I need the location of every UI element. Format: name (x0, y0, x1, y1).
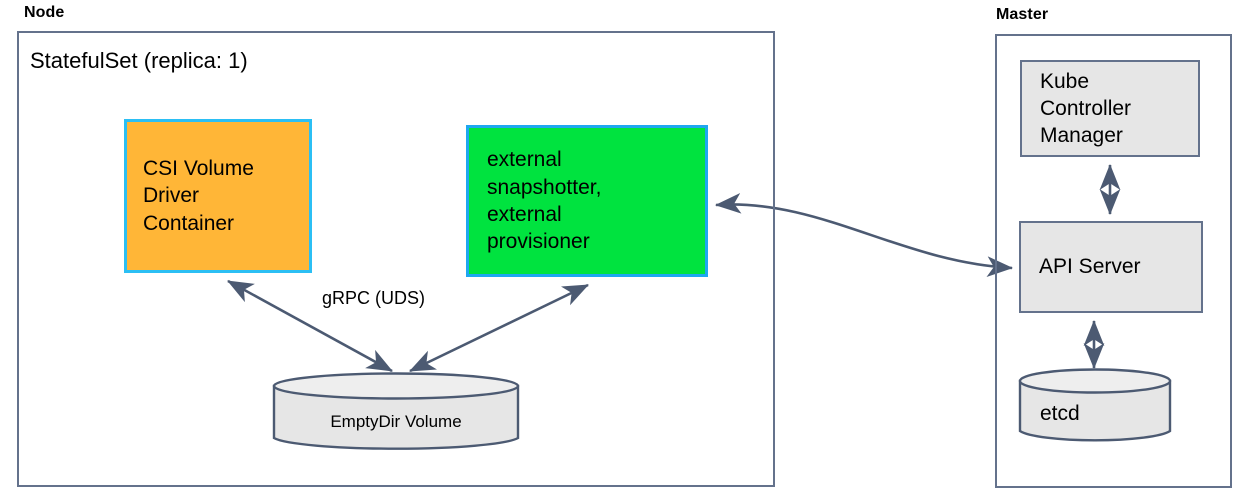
box-external-controllers-label: external snapshotter, external provision… (487, 148, 602, 254)
zone-label-node: Node (24, 4, 65, 21)
cylinder-emptydir-volume[interactable]: EmptyDir Volume (272, 372, 520, 452)
zone-node (17, 31, 775, 487)
cylinder-etcd[interactable]: etcd (1018, 368, 1172, 444)
box-external-controllers[interactable]: external snapshotter, external provision… (466, 125, 708, 277)
box-api-server[interactable]: API Server (1019, 221, 1203, 313)
cylinder-etcd-label: etcd (1040, 402, 1080, 425)
box-kube-controller-manager-label: Kube Controller Manager (1040, 69, 1132, 148)
box-api-server-label: API Server (1039, 255, 1141, 279)
cylinder-emptydir-volume-label: EmptyDir Volume (330, 412, 462, 431)
statefulset-caption: StatefulSet (replica: 1) (30, 48, 248, 73)
edge-label-grpc-uds: gRPC (UDS) (322, 288, 426, 308)
box-kube-controller-manager[interactable]: Kube Controller Manager (1020, 60, 1200, 157)
zone-label-master: Master (996, 6, 1049, 23)
box-csi-volume-driver-container[interactable]: CSI Volume Driver Container (124, 119, 312, 273)
box-csi-volume-driver-container-label: CSI Volume Driver Container (143, 157, 254, 235)
zone-master (995, 34, 1232, 488)
